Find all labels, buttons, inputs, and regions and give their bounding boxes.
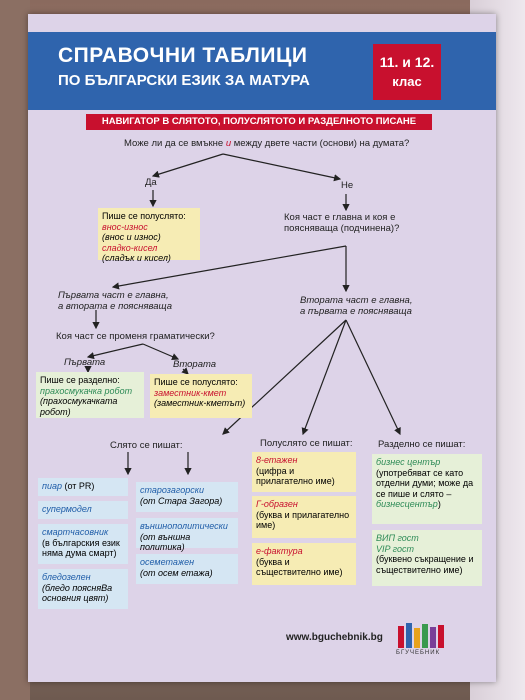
example-word: старозагорски: [140, 485, 205, 495]
grade-number: 11. и 12.: [379, 54, 435, 70]
publisher-logo-text: БГУЧЕБНИК: [396, 650, 441, 656]
example-word: ВИП гост: [376, 533, 419, 543]
answer-yes: Да: [145, 177, 157, 188]
joined-heading: Слято се пишат:: [110, 440, 183, 451]
question-line: Коя част е главна и коя е: [284, 212, 396, 223]
box-semi-joined-1: Пише се полуслято: внос-износ (внос и из…: [98, 208, 200, 263]
example-word: бледозелен: [42, 572, 91, 582]
example-note: (употребяват се като отделни думи; може …: [376, 468, 478, 510]
example-note: (в българския език няма дума смарт): [42, 537, 120, 559]
example-word: смартчасовник: [42, 527, 109, 537]
box-head: Пише се разделно:: [40, 375, 120, 385]
example-word-alt: бизнесцентър: [376, 499, 438, 509]
label-first: Първата: [64, 357, 106, 368]
question-which-changes: Коя част се променя граматически?: [56, 331, 215, 342]
example-note: (от външна политика): [140, 531, 191, 553]
first-main-label: Първата част е главна, а втората е поясн…: [58, 290, 172, 312]
semi-joined-item: 8-етажен (цифра и прилагателно име): [252, 452, 356, 492]
joined-item: бледозелен (бледо поясняВа основния цвят…: [38, 569, 128, 609]
example-note: (буква и прилагателно име): [256, 509, 350, 531]
label-second: Втората: [173, 359, 217, 370]
example-word: осеметажен: [140, 557, 195, 567]
joined-item: осеметажен (от осем етажа): [136, 554, 238, 584]
example-note: (заместник-кметът): [154, 398, 246, 408]
example-word: Г-образен: [256, 499, 298, 509]
question-line: поясняваща (подчинена)?: [284, 223, 400, 234]
grade-badge: 11. и 12. клас: [373, 44, 441, 100]
question-i: и: [225, 138, 232, 149]
example-note: (буквено съкращение и съществително име): [376, 554, 474, 575]
example-note: (от осем етажа): [140, 567, 213, 578]
question-pre: Може ли да се вмъкне: [124, 138, 226, 149]
example-word: супермодел: [42, 504, 92, 514]
example-note: (цифра и прилагателно име): [256, 465, 335, 487]
header-band: СПРАВОЧНИ ТАБЛИЦИ ПО БЪЛГАРСКИ ЕЗИК ЗА М…: [28, 32, 496, 110]
label-line: а втората е поясняваща: [58, 301, 173, 312]
semi-joined-item: е-фактура (буква и съществително име): [252, 543, 356, 585]
joined-item: външнополитически (от външна политика): [136, 518, 238, 552]
label-line: а първата е поясняваща: [300, 306, 412, 317]
publisher-url[interactable]: www.bguchebnik.bg: [286, 632, 383, 643]
example-word: пиар: [42, 481, 62, 491]
question-insert-i: Може ли да се вмъкне и между двете части…: [124, 138, 409, 149]
section-banner: НАВИГАТОР В СЛЯТОТО, ПОЛУСЛЯТОТО И РАЗДЕ…: [86, 114, 432, 130]
answer-no: Не: [341, 180, 354, 191]
example-note: (от PR): [61, 481, 95, 491]
label-line: Първата част е главна,: [58, 290, 169, 301]
example-note: (бледо поясняВа основния цвят): [42, 582, 113, 604]
joined-item: пиар (от PR): [38, 478, 128, 496]
box-head: Пише се полуслято:: [154, 377, 238, 387]
page-subtitle: ПО БЪЛГАРСКИ ЕЗИК ЗА МАТУРА: [58, 72, 310, 89]
joined-item: смартчасовник (в българския език няма ду…: [38, 524, 128, 564]
example-note: робот): [40, 406, 71, 417]
note-text: (употребяват се като отделни думи; може …: [376, 467, 474, 499]
example-word: външнополитически: [140, 521, 228, 531]
question-which-main: Коя част е главна и коя е поясняваща (по…: [284, 212, 399, 234]
example-word: бизнес център: [376, 457, 441, 467]
box-separate-1: Пише се разделно: прахосмукачка робот (п…: [36, 372, 144, 418]
example-note: (буква и съществително име): [256, 556, 343, 578]
box-head: Пише се полуслято:: [102, 211, 186, 221]
example-note: (прахосмукачката: [40, 396, 118, 406]
joined-item: старозагорски (от Стара Загора): [136, 482, 238, 512]
example-word: сладко-кисел: [102, 242, 158, 253]
example-note: (внос и износ): [102, 232, 161, 242]
page-title: СПРАВОЧНИ ТАБЛИЦИ: [58, 44, 308, 67]
example-note: (от Стара Загора): [140, 495, 223, 506]
booklet-page: СПРАВОЧНИ ТАБЛИЦИ ПО БЪЛГАРСКИ ЕЗИК ЗА М…: [28, 14, 496, 682]
example-word: заместник-кмет: [154, 387, 227, 398]
semi-joined-item: Г-образен (буква и прилагателно име): [252, 496, 356, 538]
example-note: (сладък и кисел): [102, 253, 171, 263]
example-word: прахосмукачка робот: [40, 385, 133, 396]
joined-item: супермодел: [38, 501, 128, 519]
grade-word: клас: [392, 74, 422, 89]
publisher-logo: [398, 623, 444, 648]
example-word: внос-износ: [102, 221, 148, 232]
label-line: Втората част е главна,: [300, 295, 413, 306]
example-word: 8-етажен: [256, 455, 298, 465]
question-post: между двете части (основи) на думата?: [231, 138, 410, 149]
background-book: [0, 0, 30, 700]
second-main-label: Втората част е главна, а първата е поясн…: [300, 295, 412, 317]
note-end: ): [437, 499, 441, 509]
semi-joined-heading: Полуслято се пишат:: [260, 438, 353, 449]
example-word-alt: VIP гост: [376, 543, 415, 554]
box-semi-joined-2: Пише се полуслято: заместник-кмет (замес…: [150, 374, 252, 418]
separate-heading: Разделно се пишат:: [378, 439, 466, 450]
separate-item: бизнес център (употребяват се като отдел…: [372, 454, 482, 524]
example-word: е-фактура: [256, 546, 303, 556]
separate-item: ВИП гост VIP гост (буквено съкращение и …: [372, 530, 482, 586]
